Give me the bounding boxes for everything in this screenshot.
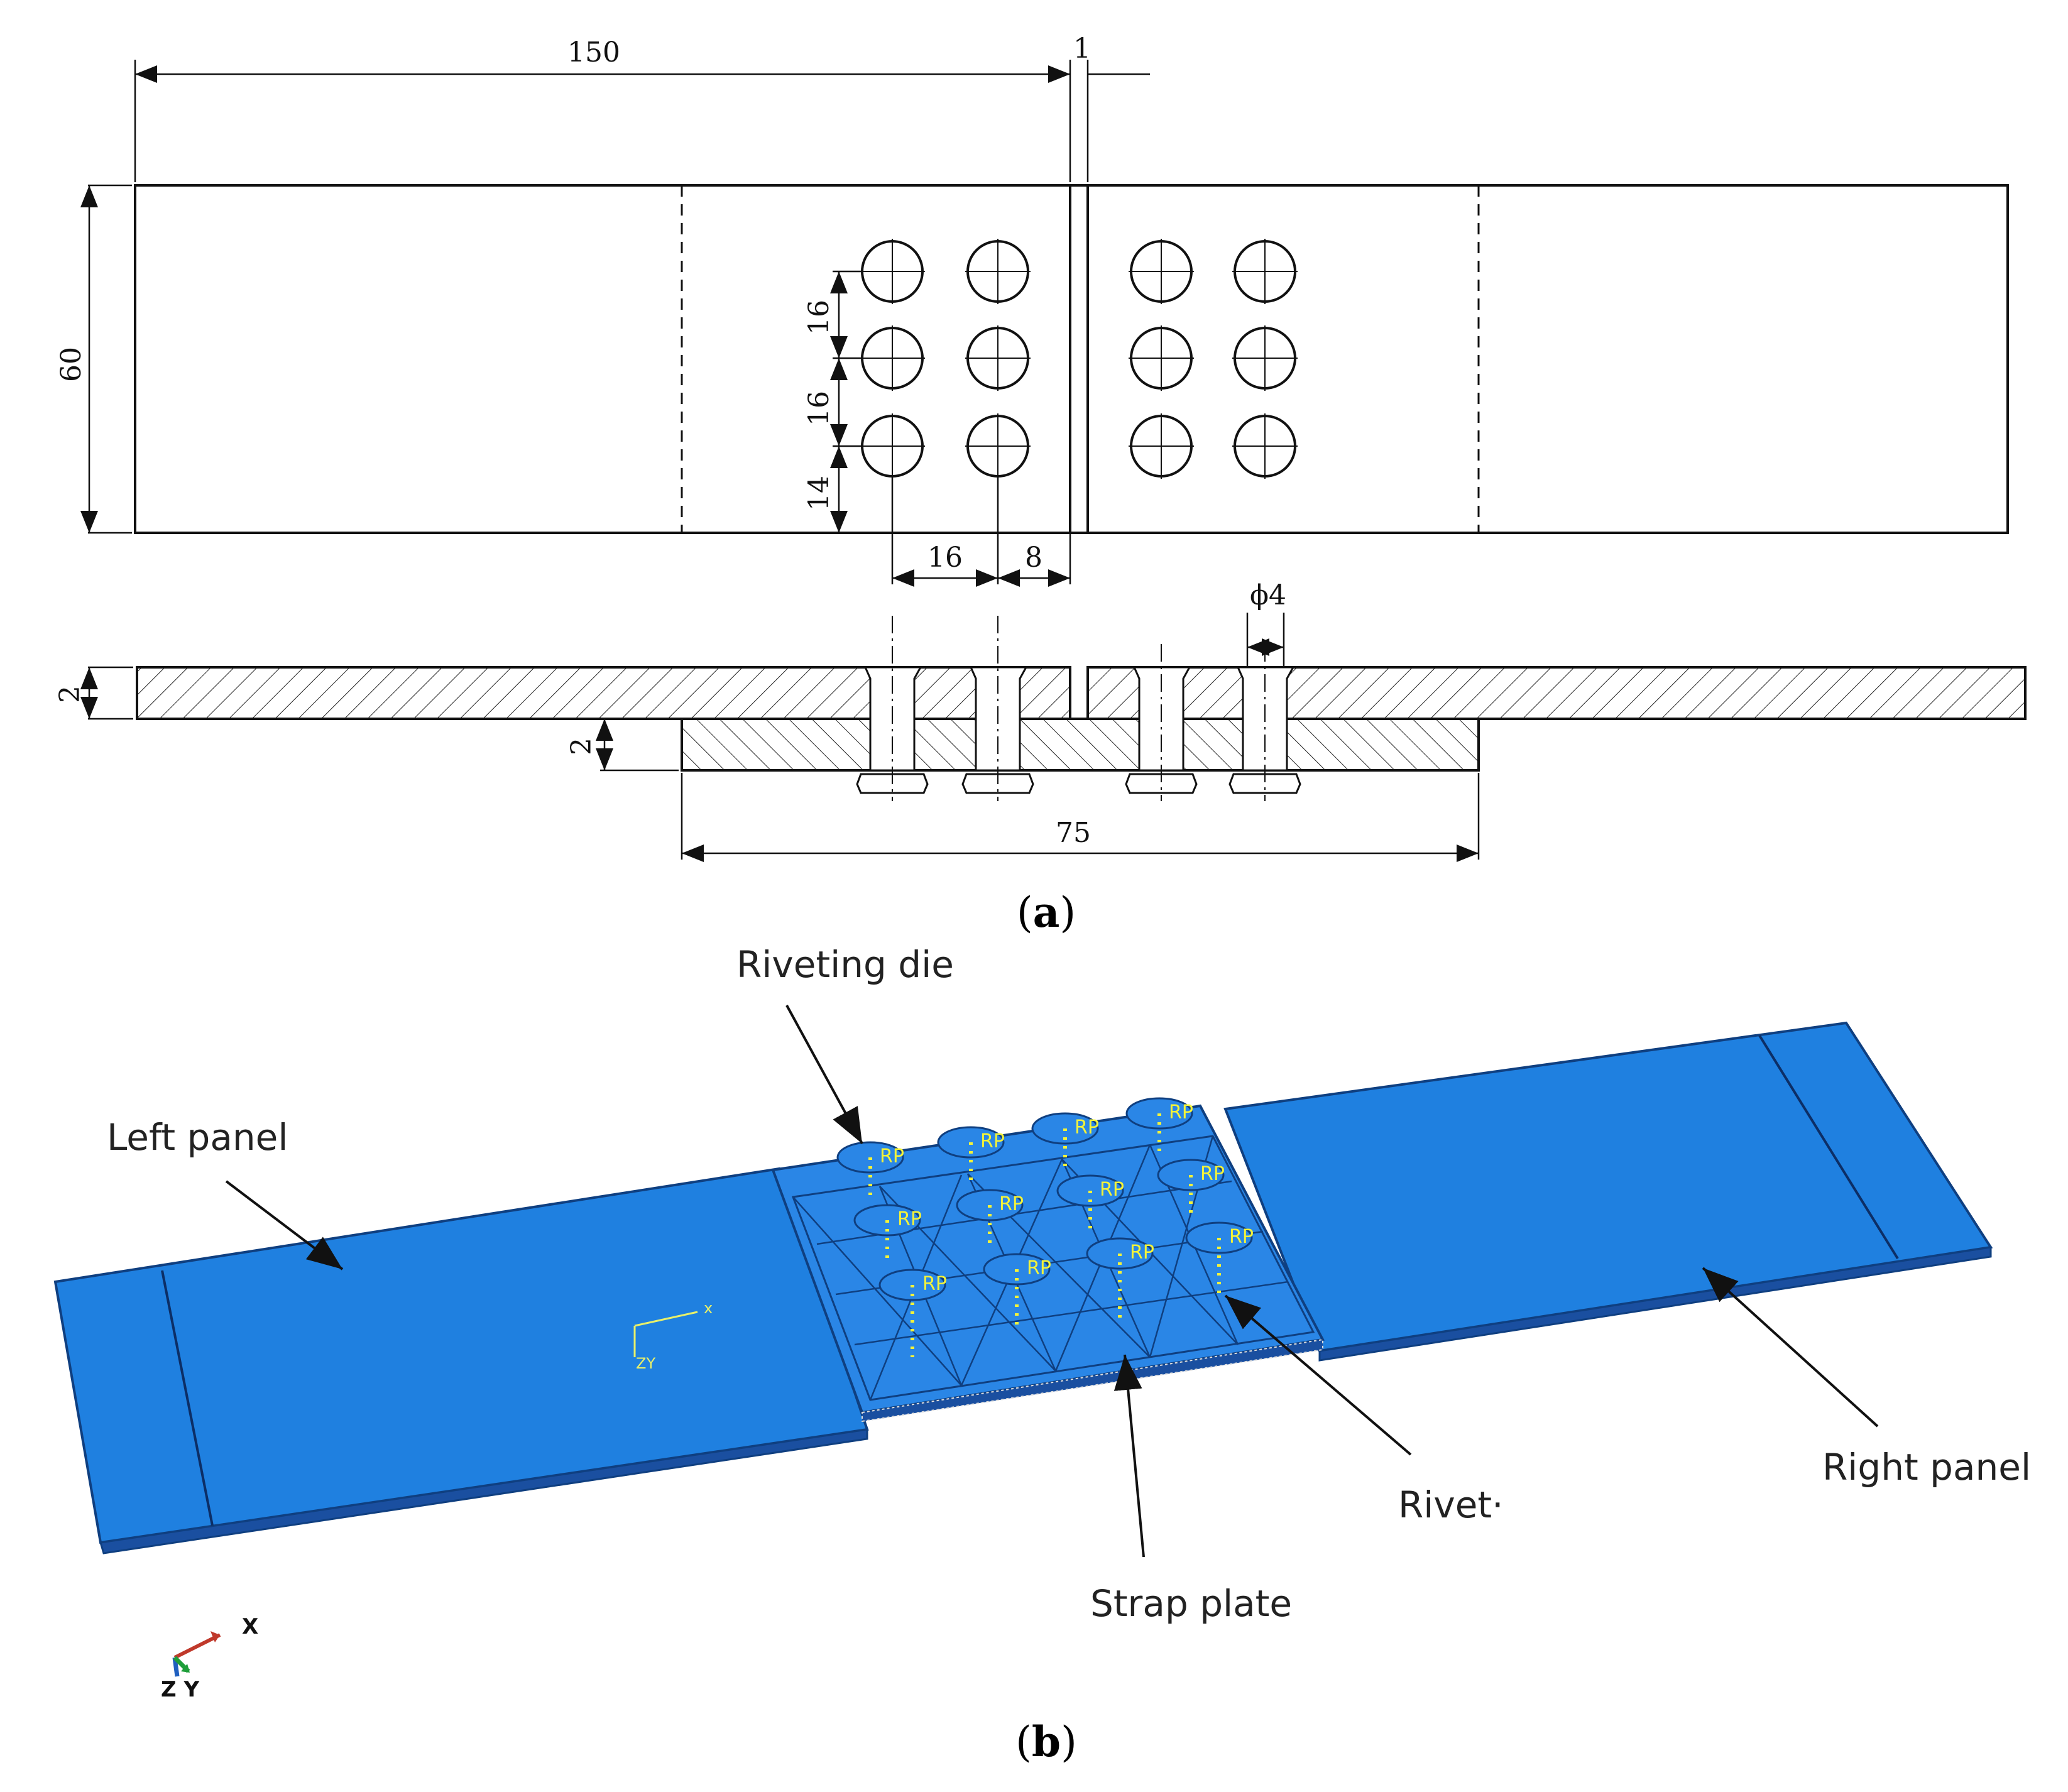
dim-strap-length-label: 75 [1056,817,1091,849]
caption-b-letter: b [1032,1717,1061,1766]
rp-label: RP [897,1208,922,1230]
hole [965,413,1031,479]
hole [1129,325,1194,391]
section-right-panel [1086,666,2027,720]
label-riveting-die: Riveting die [736,943,954,986]
hole [860,239,925,304]
hole-grid [860,239,1298,479]
dim-pitch-y1-label: 16 [803,300,835,335]
rp-label: RP [1200,1163,1225,1185]
hole [860,413,925,479]
section-dimensions [80,613,1480,862]
rp-label: RP [1027,1257,1051,1279]
rp-label: RP [1075,1117,1099,1139]
caption-b: (b) [1015,1717,1077,1766]
riveting-die-marker: RP [1056,1174,1124,1233]
global-axis-triad: X Z Y [161,1614,258,1702]
dim-pitch-y2-label: 16 [803,391,835,426]
top-view-dim-labels: 150 1 60 16 16 14 16 8 [55,33,1091,574]
hole [1129,413,1194,479]
hole [965,239,1031,304]
caption-a: (a) [1017,888,1076,937]
riveting-die-marker: RP [1157,1159,1225,1218]
caption-a-letter: a [1033,888,1060,937]
label-rivet: Rivet· [1398,1483,1504,1526]
right-panel-3d [1223,1021,1993,1362]
riveting-die-marker: RP [853,1204,922,1263]
top-view-dimensions [80,60,1150,587]
inner-axis-x-label: x [704,1299,713,1317]
rivet-centerlines [892,616,1266,801]
hole [965,325,1031,391]
riveting-die-marker: RP [1086,1237,1154,1319]
axis-zy-label: Z Y [161,1677,199,1702]
engineering-drawing: 150 1 60 16 16 14 16 8 [54,33,2027,937]
hole [1129,239,1194,304]
fe-model: RP RP RP RP RP RP RP RP RP RP RP RP x ZY [53,943,2031,1766]
riveting-die-marker: RP [983,1253,1051,1331]
dim-panel-thickness-label: 2 [54,686,86,703]
rp-label: RP [999,1193,1024,1215]
riveting-die-marker: RP [836,1141,904,1200]
dim-pitch-x-label: 16 [927,542,963,574]
rp-label: RP [980,1130,1005,1152]
dim-edge-y-label: 14 [803,476,835,511]
rp-label: RP [1229,1226,1254,1248]
section-strap-plate [681,718,1480,772]
rp-label: RP [1100,1179,1124,1201]
dim-gap-label: 1 [1073,33,1091,65]
dim-length-label: 150 [567,36,620,68]
model-labels: Riveting die Left panel Right panel Rive… [107,943,2031,1625]
top-view [134,184,2009,534]
hole [1232,239,1298,304]
riveting-die-marker: RP [1125,1097,1193,1156]
riveting-die-marker: RP [878,1269,947,1357]
label-strap-plate: Strap plate [1090,1582,1292,1625]
riveting-die-marker: RP [937,1126,1005,1185]
section-left-panel [136,666,1071,720]
hole [1232,325,1298,391]
callout-arrows [225,1005,1879,1558]
label-right-panel: Right panel [1822,1446,2031,1489]
riveting-die-marker: RP [1031,1112,1099,1171]
hole [1232,413,1298,479]
hole [860,325,925,391]
rivet-array-3d: RP RP RP RP RP RP RP RP RP RP RP RP [836,1097,1254,1357]
rp-label: RP [1169,1101,1193,1123]
dim-edge-x-label: 8 [1025,542,1042,574]
section-dim-labels: ϕ4 2 2 75 [54,579,1286,849]
dim-width-label: 60 [55,347,87,382]
riveting-die-marker: RP [956,1189,1024,1248]
section-rivets [856,666,1301,794]
riveting-die-marker: RP [1185,1221,1254,1294]
axis-x-label: X [242,1614,258,1639]
rp-label: RP [1130,1242,1154,1264]
dim-strap-thickness-label: 2 [566,738,598,755]
rp-label: RP [922,1273,947,1295]
inner-axis-zy-label: ZY [636,1355,655,1372]
rp-label: RP [880,1145,904,1167]
dim-diameter-label: ϕ4 [1250,579,1286,611]
inner-axis-triad: x ZY [633,1299,713,1372]
label-left-panel: Left panel [107,1116,288,1159]
section-view: ϕ4 2 2 75 [54,579,2027,862]
left-panel-3d [53,1167,869,1554]
